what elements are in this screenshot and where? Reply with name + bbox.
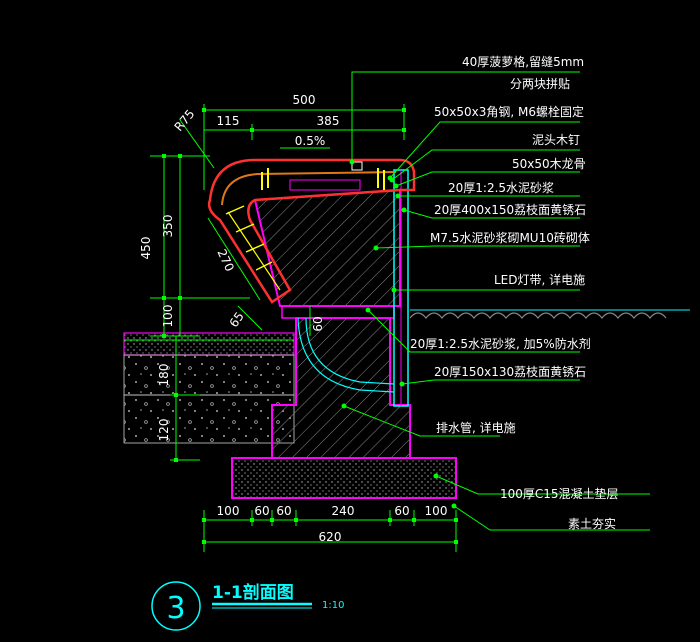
curve-screws — [225, 205, 273, 271]
angle-steel — [289, 179, 361, 191]
note-concrete: 100厚C15混凝土垫层 — [500, 486, 619, 501]
note-mortar: 20厚1:2.5水泥砂浆 — [448, 180, 554, 195]
note-wood-deck: 40厚菠萝格,留缝5mm — [462, 54, 584, 69]
note-brick: M7.5水泥砂浆砌MU10砖砌体 — [430, 230, 590, 245]
soil-layer — [123, 394, 295, 444]
dim-total-height: 450 — [139, 237, 153, 260]
marker-box — [351, 161, 363, 171]
ground-right — [409, 312, 667, 319]
dim-slope: 0.5% — [295, 134, 326, 148]
wood-seat-inner — [221, 171, 397, 206]
screw-marks — [261, 168, 385, 190]
dim-right: 385 — [317, 114, 340, 128]
dim-bottom-a: 100 — [217, 504, 240, 518]
dim-bottom-total: 620 — [319, 530, 342, 544]
note-nail: 泥头木钉 — [532, 133, 580, 147]
note-soil: 素土夯实 — [568, 516, 616, 531]
dim-left: 115 — [217, 114, 240, 128]
dim-bottom-b: 60 — [254, 504, 269, 518]
note-led: LED灯带, 详电施 — [494, 272, 585, 287]
drain-pipe-inner — [305, 317, 395, 385]
note-angle-steel: 50x50x3角钢, M6螺栓固定 — [434, 104, 584, 119]
dim-angle: 65 — [227, 309, 247, 330]
dimension-ticks — [162, 108, 458, 544]
dim-soil1: 180 — [157, 364, 171, 387]
concrete-base — [231, 457, 457, 499]
title-text: 1-1剖面图 — [212, 582, 294, 603]
title-scale: 1:10 — [322, 600, 344, 611]
dim-radius: R75 — [172, 107, 198, 134]
mortar-band — [281, 305, 395, 319]
note-stone-top: 20厚400x150荔枝面黄锈石 — [434, 202, 586, 217]
structure — [123, 158, 690, 499]
dim-curve: 270 — [214, 247, 236, 274]
note-waterproof: 20厚1:2.5水泥砂浆, 加5%防水剂 — [410, 336, 591, 351]
dim-upper-height: 350 — [161, 215, 175, 238]
dim-gap: 60 — [311, 316, 325, 331]
leader-lines — [343, 71, 650, 531]
seat-keel-line — [227, 211, 281, 291]
dim-bottom-c: 60 — [276, 504, 291, 518]
gravel-layer — [123, 354, 295, 396]
title-circle — [151, 581, 201, 631]
dim-lower-height: 100 — [161, 305, 175, 328]
leader-dots — [341, 159, 457, 509]
dim-bottom-f: 100 — [425, 504, 448, 518]
title-block: 3 1-1剖面图 1:10 — [151, 581, 344, 631]
note-split: 分两块拼贴 — [510, 77, 570, 91]
dim-bottom-d: 240 — [332, 504, 355, 518]
note-keel: 50x50木龙骨 — [512, 157, 586, 171]
dim-bottom-e: 60 — [394, 504, 409, 518]
note-stone-bottom: 20厚150x130荔枝面黄锈石 — [434, 364, 586, 379]
note-drain: 排水管, 详电施 — [436, 420, 516, 435]
drain-pipe — [297, 317, 395, 393]
dim-overall: 500 — [293, 93, 316, 107]
wood-seat-top — [207, 158, 416, 304]
dim-soil2: 120 — [157, 419, 171, 442]
dimension-lines — [150, 104, 457, 552]
title-number: 3 — [166, 591, 185, 626]
paving-layer — [123, 332, 295, 356]
